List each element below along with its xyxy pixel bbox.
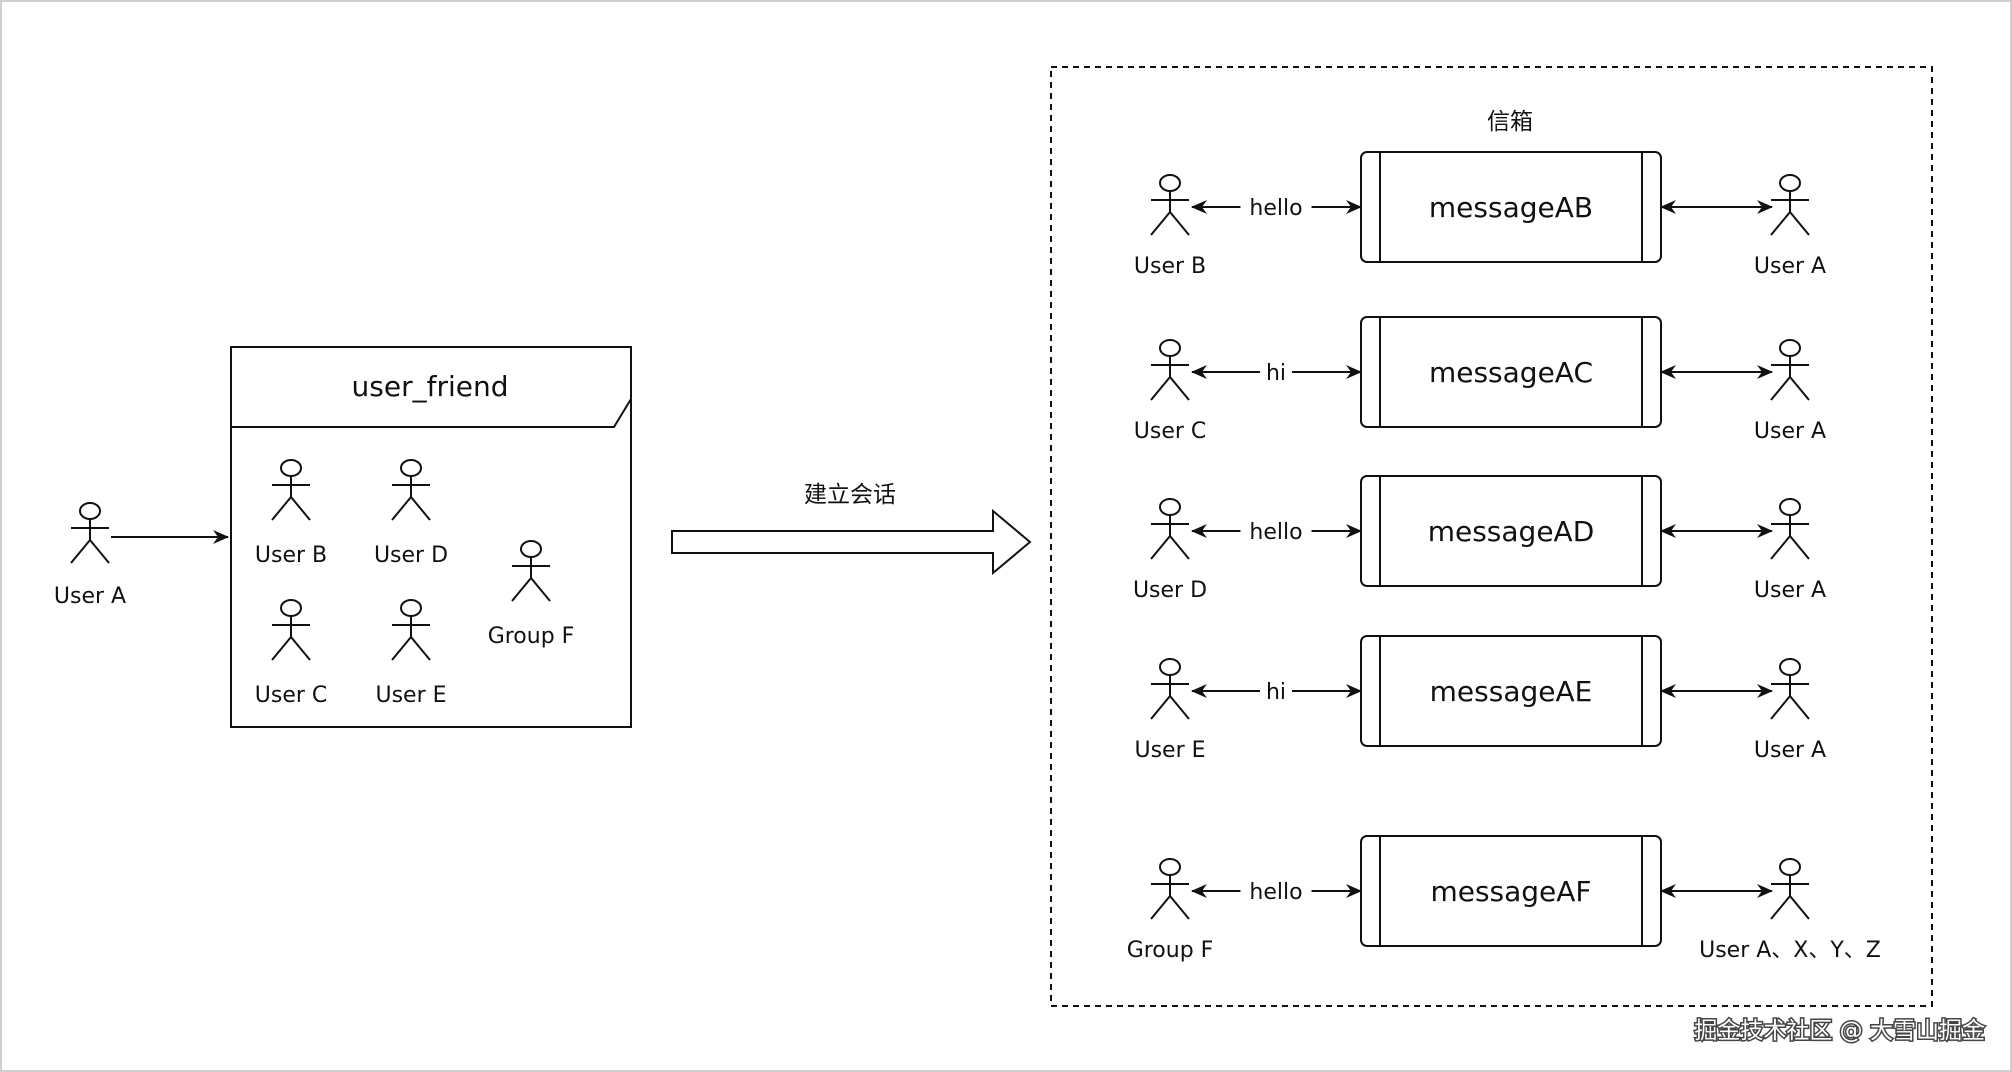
mailbox-title: 信箱 — [1487, 109, 1533, 135]
friend-label: User B — [255, 543, 327, 568]
stick-figure-icon — [1770, 339, 1810, 401]
message-box-label: messageAD — [1428, 515, 1595, 548]
block-arrow — [671, 508, 1032, 576]
stick-figure-icon — [1150, 339, 1190, 401]
receiver-label: User A — [1754, 254, 1826, 279]
stick-figure-icon — [70, 502, 110, 564]
message-label-bg — [1260, 359, 1292, 385]
message-label: hello — [1249, 880, 1302, 905]
stick-figure-icon — [1770, 174, 1810, 236]
actor-user-a-left: User A — [54, 502, 126, 609]
stick-figure-icon — [391, 459, 431, 521]
friend-label: User E — [375, 683, 446, 708]
message-label: hello — [1249, 520, 1302, 545]
receiver-label: User A、X、Y、Z — [1699, 938, 1881, 963]
receiver-label: User A — [1754, 419, 1826, 444]
message-box-label: messageAF — [1430, 875, 1591, 908]
user-friend-title: user_friend — [352, 370, 509, 403]
stick-figure-icon — [271, 599, 311, 661]
stick-figure-icon — [1770, 858, 1810, 920]
mailbox-row: User C hi messageAC User A — [1134, 316, 1826, 444]
user-friend-frame — [230, 346, 632, 728]
friend-user-c: User C — [255, 599, 328, 708]
sender-label: User E — [1134, 738, 1205, 763]
sender-label: User D — [1133, 578, 1207, 603]
message-label: hi — [1266, 680, 1286, 705]
friend-user-d: User D — [374, 459, 448, 568]
stick-figure-icon — [271, 459, 311, 521]
mailbox-row: Group F hello messageAF User A、X、Y、Z — [1127, 835, 1881, 963]
friend-label: Group F — [488, 624, 575, 649]
stick-figure-icon — [1770, 658, 1810, 720]
friend-label: User C — [255, 683, 328, 708]
message-box-label: messageAC — [1429, 356, 1593, 389]
stick-figure-icon — [1150, 498, 1190, 560]
message-label: hello — [1249, 196, 1302, 221]
user-friend-header-divider — [231, 398, 632, 428]
message-label-bg — [1240, 878, 1312, 904]
message-box-label: messageAE — [1430, 675, 1593, 708]
actor-label: User A — [54, 584, 126, 609]
stick-figure-icon — [511, 540, 551, 602]
friend-label: User D — [374, 543, 448, 568]
stick-figure-icon — [1150, 174, 1190, 236]
stick-figure-icon — [1150, 858, 1190, 920]
friend-group-f: Group F — [488, 540, 575, 649]
transition-label: 建立会话 — [804, 482, 896, 508]
message-label-bg — [1260, 678, 1292, 704]
receiver-label: User A — [1754, 578, 1826, 603]
message-label-bg — [1240, 518, 1312, 544]
stick-figure-icon — [1770, 498, 1810, 560]
mailbox-row: User D hello messageAD User A — [1133, 475, 1826, 603]
sender-label: Group F — [1127, 938, 1214, 963]
message-label-bg — [1240, 194, 1312, 220]
user-friend-box: user_friend User B User D Group F User C… — [230, 346, 632, 728]
friend-user-e: User E — [375, 599, 447, 708]
stick-figure-icon — [391, 599, 431, 661]
sender-label: User C — [1134, 419, 1207, 444]
mailbox-row: User E hi messageAE User A — [1134, 635, 1826, 763]
mailbox-rows: User B hello messageAB User A User C hi messag… — [1127, 151, 1881, 963]
mailbox-container — [1050, 66, 1933, 1007]
sender-label: User B — [1134, 254, 1206, 279]
receiver-label: User A — [1754, 738, 1826, 763]
mailbox-row: User B hello messageAB User A — [1134, 151, 1826, 279]
watermark: 掘金技术社区 @ 大雪山掘金 — [1694, 1018, 1985, 1044]
stick-figure-icon — [1150, 658, 1190, 720]
friend-user-b: User B — [255, 459, 327, 568]
message-label: hi — [1266, 361, 1286, 386]
message-box-label: messageAB — [1429, 191, 1593, 224]
